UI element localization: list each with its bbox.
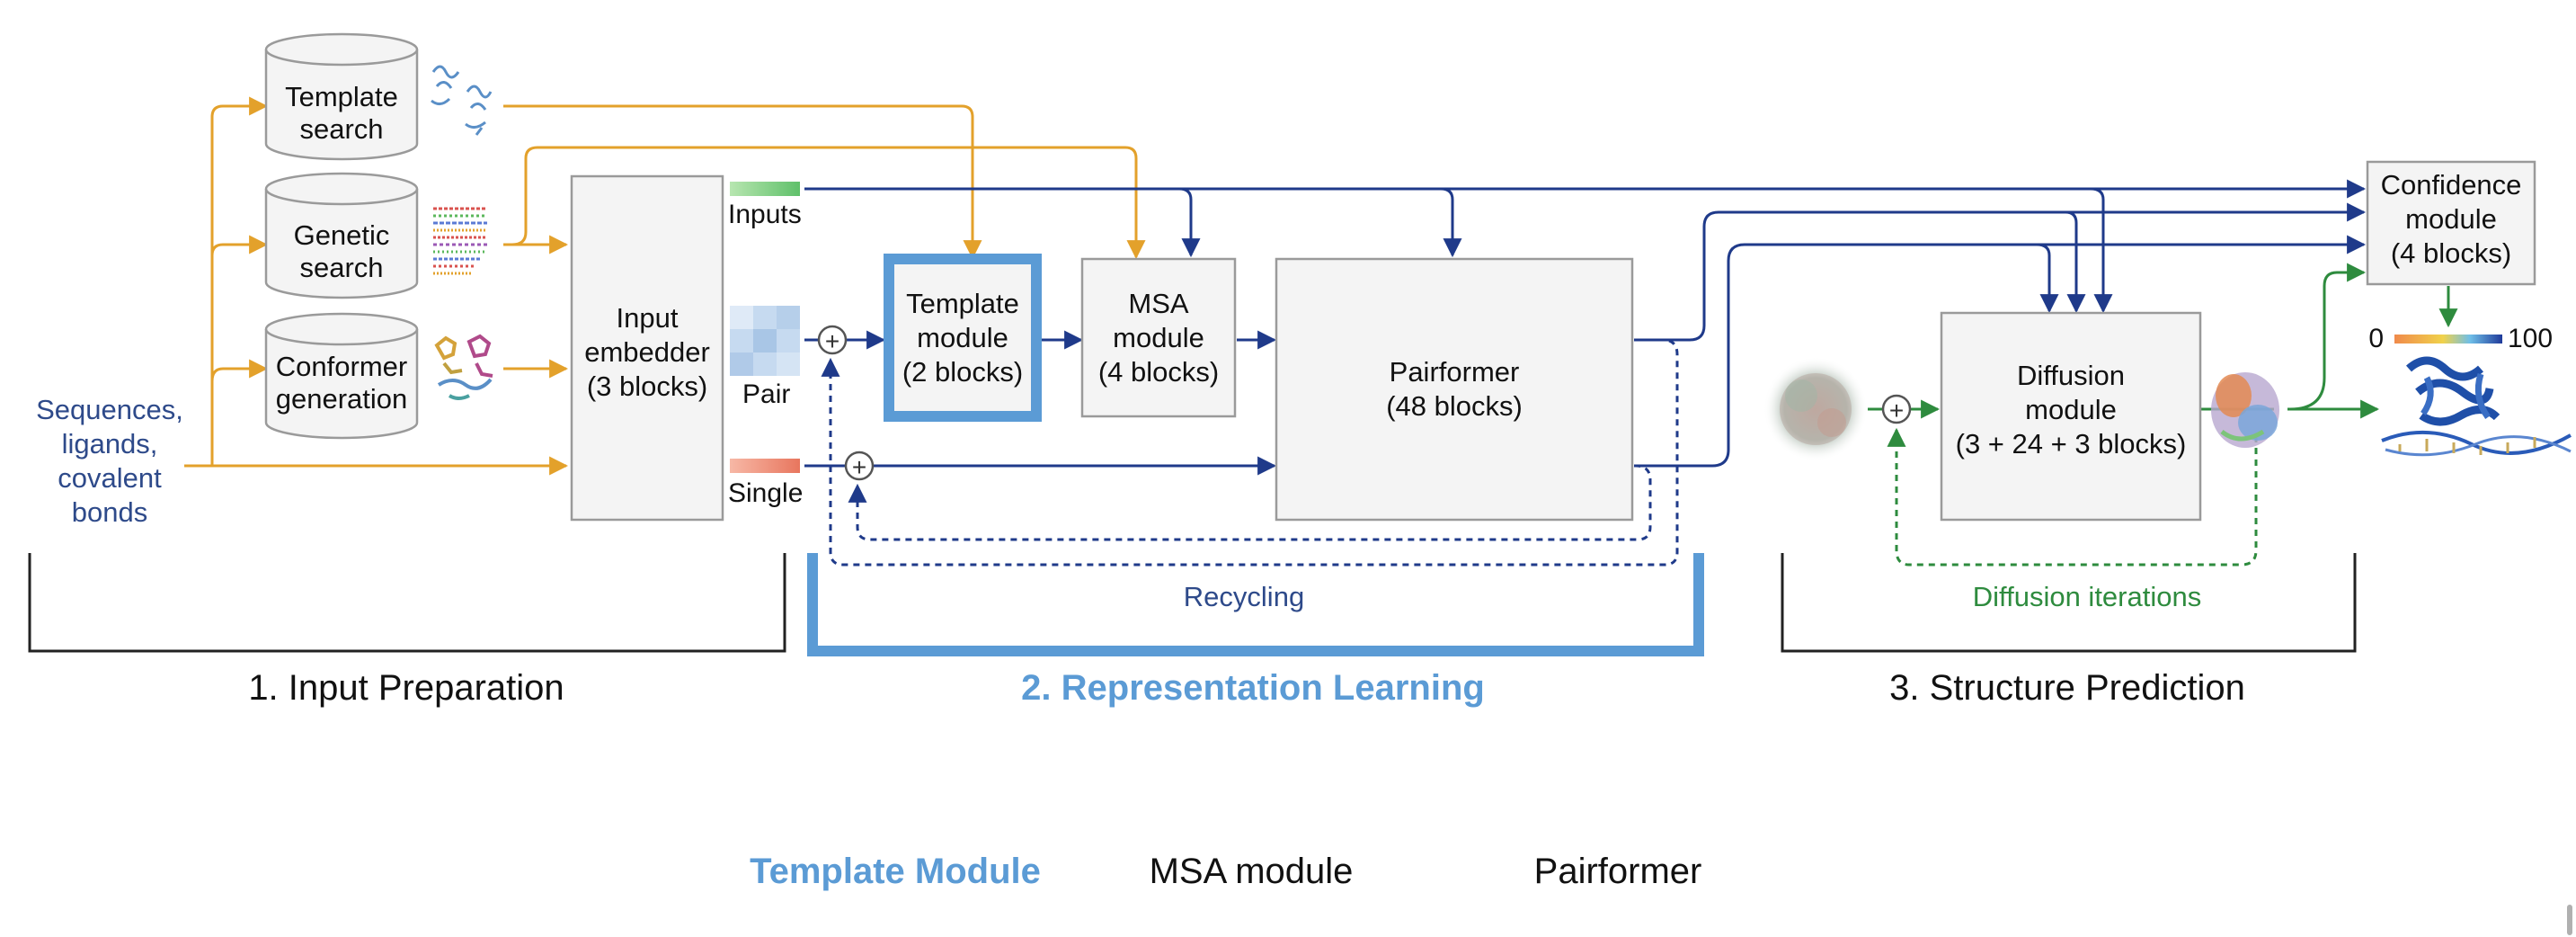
confidence-module-line3: (4 blocks)	[2391, 237, 2511, 269]
genetic-search-line2: search	[299, 252, 383, 283]
ligand-conformer-icon	[434, 334, 493, 400]
section-label-structure-prediction: 3. Structure Prediction	[1889, 668, 2245, 708]
pair-plus-node: +	[817, 325, 848, 355]
pairformer-line2: (48 blocks)	[1386, 390, 1523, 422]
conformer-generation-database: Conformer generation	[264, 312, 419, 440]
section-label-representation-learning: 2. Representation Learning	[1021, 668, 1485, 708]
single-feature-bar	[730, 459, 800, 473]
input-embedder-line3: (3 blocks)	[587, 370, 707, 402]
protein-structure-icon	[431, 65, 493, 136]
diffusion-module-box[interactable]: Diffusion module (3 + 24 + 3 blocks)	[1940, 311, 2202, 522]
msa-module-line2: module	[1113, 322, 1204, 353]
single-plus-node: +	[844, 451, 875, 481]
vertical-scrollbar-thumb[interactable]	[2567, 905, 2572, 935]
svg-text:+: +	[825, 327, 839, 355]
input-embedder-line1: Input	[617, 302, 679, 334]
template-module-line3: (2 blocks)	[902, 356, 1023, 388]
conformer-generation-line2: generation	[276, 383, 408, 415]
navy-flows	[804, 179, 2367, 476]
pairformer-line1: Pairformer	[1390, 356, 1520, 388]
template-search-line1: Template	[285, 81, 398, 112]
single-label: Single	[728, 478, 803, 508]
confidence-module-line1: Confidence	[2381, 169, 2522, 201]
sources-line1: Sequences,	[36, 394, 183, 425]
recycling-label: Recycling	[1184, 581, 1304, 612]
diffusion-module-line2: module	[2025, 394, 2117, 425]
representation-learning-bracket	[807, 553, 1704, 656]
input-embedder-box: Input embedder (3 blocks)	[570, 174, 724, 522]
template-search-database: Template search	[264, 32, 419, 161]
sources-line4: bonds	[72, 496, 147, 528]
template-module-line2: module	[917, 322, 1008, 353]
protein-dna-complex-icon	[2381, 356, 2572, 457]
tab-msa-module[interactable]: MSA module	[1150, 852, 1354, 891]
input-preparation-bracket	[28, 553, 786, 653]
msa-module-line1: MSA	[1128, 288, 1189, 319]
orange-input-flows	[184, 96, 1146, 476]
predicted-structure-icon	[2211, 372, 2279, 448]
inputs-feature-bar	[730, 182, 800, 196]
confidence-scale-max: 100	[2508, 324, 2553, 353]
tab-pairformer[interactable]: Pairformer	[1534, 852, 1702, 891]
input-embedder-line2: embedder	[584, 336, 710, 368]
noise-cloud-icon	[1763, 357, 1868, 461]
template-search-line2: search	[299, 113, 383, 145]
msa-module-box[interactable]: MSA module (4 blocks)	[1080, 257, 1237, 418]
confidence-scale-bar	[2394, 335, 2502, 344]
diffusion-iterations-loop	[1887, 427, 2258, 567]
tab-template-module[interactable]: Template Module	[750, 852, 1041, 891]
svg-text:+: +	[852, 453, 866, 481]
template-module-line1: Template	[906, 288, 1019, 319]
diffusion-module-line1: Diffusion	[2017, 360, 2125, 391]
msa-alignment-icon	[431, 203, 489, 279]
genetic-search-database: Genetic search	[264, 172, 419, 299]
diffusion-iterations-label: Diffusion iterations	[1973, 581, 2201, 612]
genetic-search-line1: Genetic	[294, 219, 390, 251]
section-label-input-preparation: 1. Input Preparation	[248, 668, 564, 708]
sources-line2: ligands,	[62, 428, 158, 460]
msa-module-line3: (4 blocks)	[1098, 356, 1219, 388]
structure-prediction-bracket	[1781, 553, 2357, 653]
svg-text:+: +	[1889, 397, 1904, 424]
diffusion-plus-node: +	[1881, 394, 1912, 424]
pair-label: Pair	[742, 379, 790, 409]
pairformer-box[interactable]: Pairformer (48 blocks)	[1275, 257, 1634, 522]
template-module-box[interactable]: Template module (2 blocks)	[884, 254, 1042, 422]
sources-line3: covalent	[58, 462, 162, 494]
diffusion-module-line3: (3 + 24 + 3 blocks)	[1956, 428, 2187, 460]
confidence-scale-min: 0	[2368, 324, 2384, 353]
inputs-label: Inputs	[728, 200, 802, 229]
input-sources-label: Sequences, ligands, covalent bonds	[36, 394, 183, 528]
pair-feature-matrix	[730, 306, 800, 376]
recycling-loops	[821, 338, 1679, 567]
confidence-module-line2: module	[2405, 203, 2497, 235]
confidence-module-box[interactable]: Confidence module (4 blocks)	[2366, 160, 2536, 286]
conformer-generation-line1: Conformer	[276, 351, 407, 382]
